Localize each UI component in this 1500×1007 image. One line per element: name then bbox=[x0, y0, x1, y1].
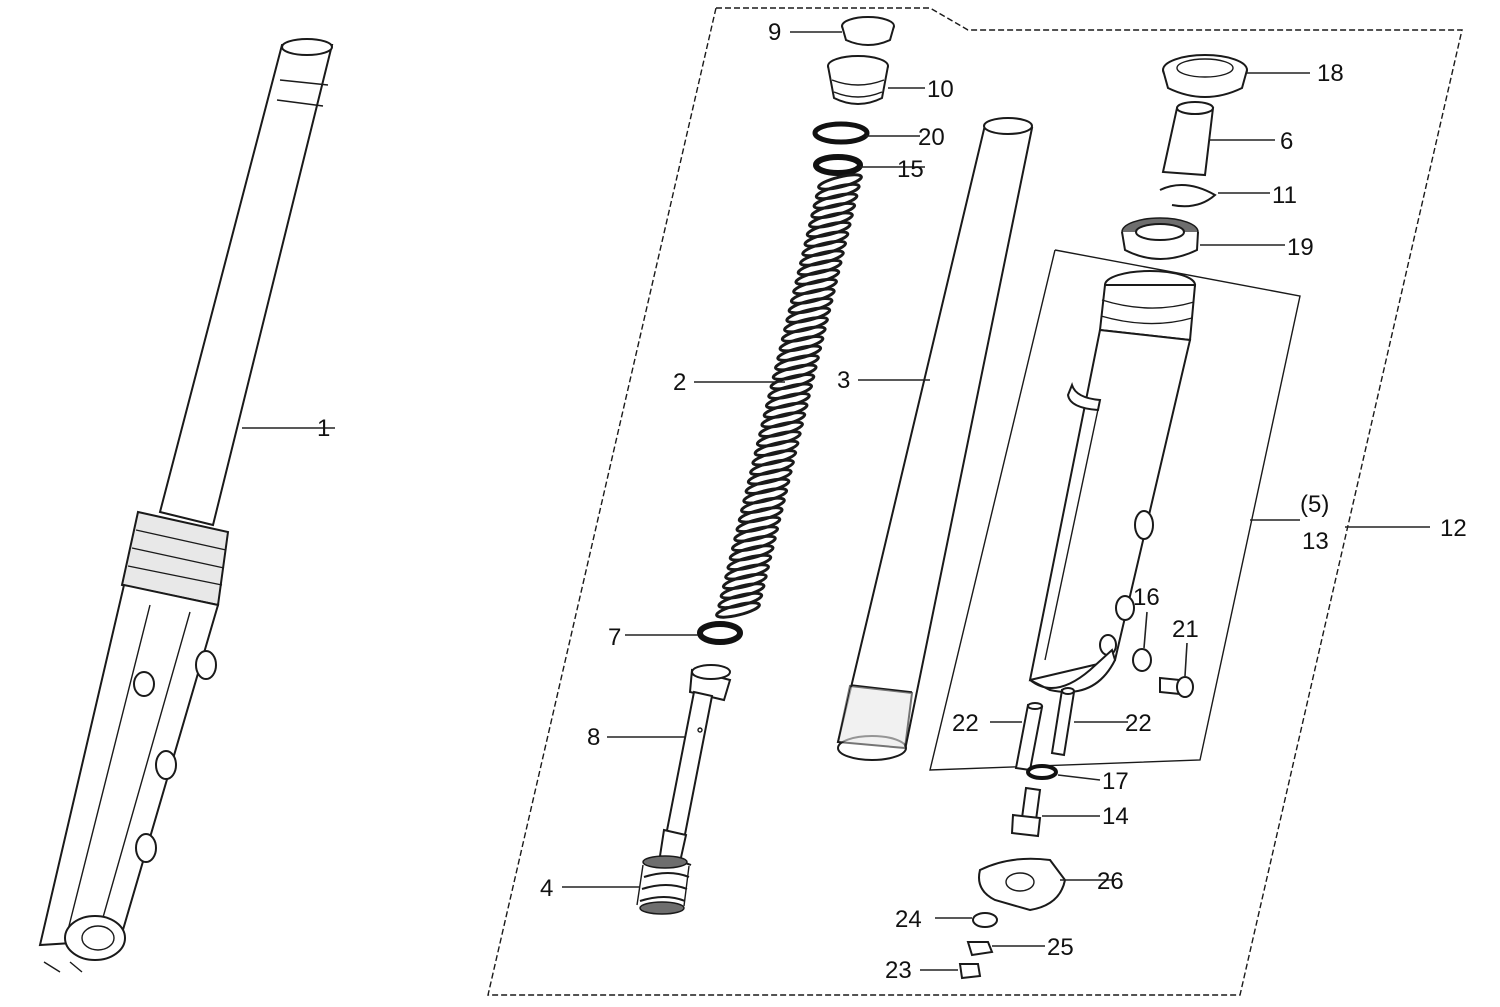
callout-8: 8 bbox=[587, 724, 600, 751]
callout-26: 26 bbox=[1097, 868, 1124, 895]
callout-22-left: 22 bbox=[952, 710, 979, 737]
bolt-21-icon bbox=[1159, 676, 1194, 698]
washer-icon bbox=[813, 154, 863, 176]
callout-3: 3 bbox=[837, 367, 850, 394]
spring-coil bbox=[715, 601, 761, 619]
callout-17: 17 bbox=[1102, 768, 1129, 795]
dust-seal-icon bbox=[1162, 54, 1248, 98]
spacer-icon bbox=[697, 621, 743, 645]
callout-13: 13 bbox=[1302, 528, 1329, 555]
callout-12: 12 bbox=[1440, 515, 1467, 542]
fork-slider-icon bbox=[1028, 270, 1197, 693]
callout-2: 2 bbox=[673, 369, 686, 396]
callout-19: 19 bbox=[1287, 234, 1314, 261]
callout-9: 9 bbox=[768, 19, 781, 46]
assembly-12-boundary bbox=[487, 7, 1463, 996]
callout-16: 16 bbox=[1133, 584, 1160, 611]
callout-24: 24 bbox=[895, 906, 922, 933]
callout-20: 20 bbox=[918, 124, 945, 151]
fork-tube-icon bbox=[836, 117, 1034, 761]
circlip-icon bbox=[1159, 184, 1217, 208]
callout-7: 7 bbox=[608, 624, 621, 651]
fork-assembly-icon bbox=[38, 38, 334, 973]
assembly-13-boundary bbox=[929, 249, 1301, 771]
callout-14: 14 bbox=[1102, 803, 1129, 830]
nut-25-icon bbox=[966, 941, 994, 957]
o-ring-icon bbox=[812, 121, 870, 145]
callout-1: 1 bbox=[317, 415, 330, 442]
washer-24-icon bbox=[972, 912, 998, 928]
dowel-pin-right-icon bbox=[1050, 687, 1076, 757]
slider-bushing-icon bbox=[1161, 101, 1215, 177]
rebound-spring-icon bbox=[636, 855, 692, 915]
damper-rod-icon bbox=[658, 664, 732, 864]
callout-21: 21 bbox=[1172, 616, 1199, 643]
callout-6: 6 bbox=[1280, 128, 1293, 155]
callout-11: 11 bbox=[1272, 182, 1297, 209]
callout-18: 18 bbox=[1317, 60, 1344, 87]
washer-17-icon bbox=[1026, 764, 1058, 780]
nut-23-icon bbox=[958, 963, 982, 980]
fork-bolt-icon bbox=[827, 55, 889, 105]
callout-10: 10 bbox=[927, 76, 954, 103]
axle-holder-icon bbox=[978, 857, 1067, 912]
dowel-pin-left-icon bbox=[1014, 702, 1044, 772]
fork-spring-icon bbox=[715, 173, 863, 619]
oil-seal-icon bbox=[1121, 217, 1199, 260]
callout-23: 23 bbox=[885, 957, 912, 984]
callout-22-right: 22 bbox=[1125, 710, 1152, 737]
callout-15: 15 bbox=[897, 156, 924, 183]
top-cap-icon bbox=[841, 16, 895, 46]
washer-16-icon bbox=[1132, 648, 1152, 672]
socket-bolt-icon bbox=[1010, 786, 1042, 838]
callout-25: 25 bbox=[1047, 934, 1074, 961]
leader-lines bbox=[242, 31, 1430, 971]
callout-4: 4 bbox=[540, 875, 553, 902]
callout-13-mark: (5) bbox=[1300, 491, 1329, 518]
